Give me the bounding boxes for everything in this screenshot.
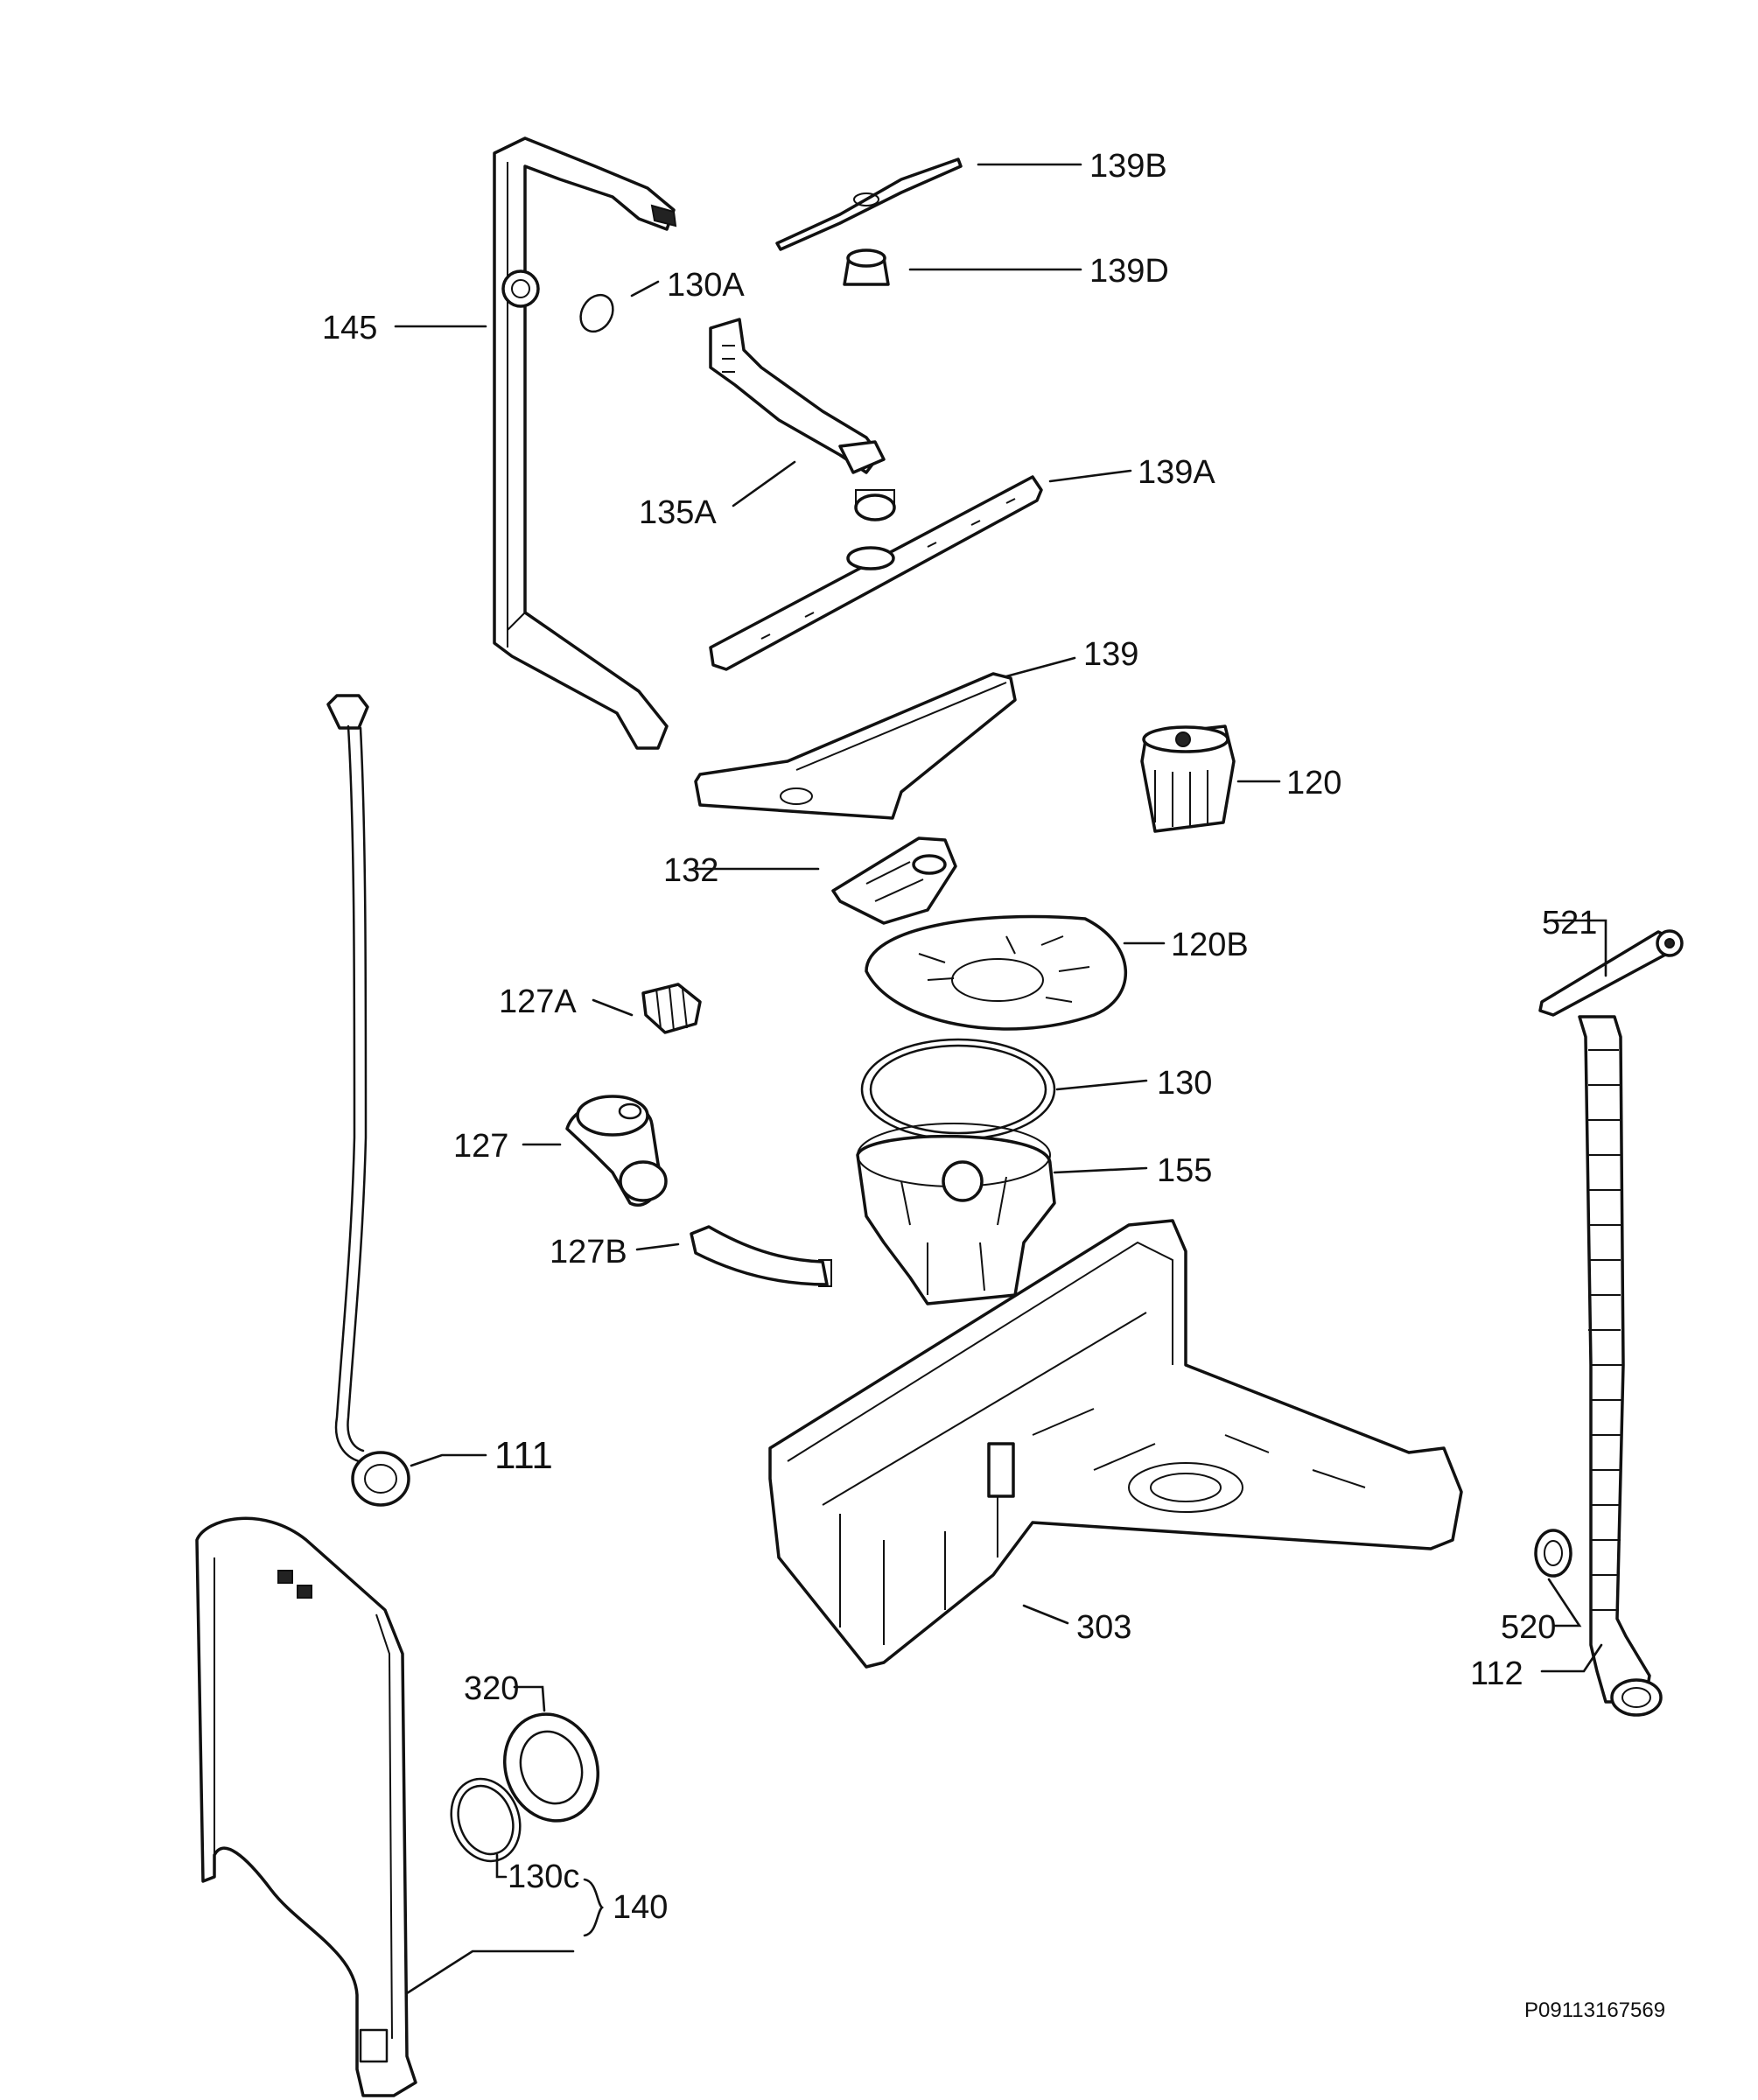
label-140: 140 [613, 1889, 668, 1926]
label-130A: 130A [667, 267, 745, 304]
document-reference: P09113167569 [1524, 1998, 1665, 2022]
label-111: 111 [494, 1434, 553, 1477]
label-139B: 139B [1089, 148, 1167, 185]
label-127A: 127A [499, 984, 577, 1020]
part-139A-lower-spray-arm[interactable] [709, 475, 1043, 671]
label-139A: 139A [1138, 454, 1215, 491]
part-127A-sleeve[interactable] [641, 983, 702, 1034]
label-320: 320 [464, 1670, 519, 1707]
label-139D: 139D [1089, 253, 1169, 290]
label-130c: 130c [508, 1858, 579, 1895]
label-521: 521 [1542, 905, 1597, 942]
part-120B-coarse-filter[interactable] [865, 914, 1127, 1031]
label-520: 520 [1501, 1609, 1556, 1646]
part-120-filter[interactable] [1140, 724, 1236, 833]
part-130c-o-ring[interactable] [440, 1769, 531, 1871]
label-127: 127 [453, 1128, 508, 1165]
part-145-supply-pipe[interactable] [493, 136, 677, 750]
part-112-drain-hose[interactable] [1578, 1015, 1663, 1717]
part-303-base-tray[interactable] [768, 1219, 1463, 1669]
part-135A-arm-support[interactable] [709, 318, 896, 522]
label-112: 112 [1470, 1656, 1523, 1692]
part-140-side-panel[interactable] [195, 1516, 417, 2097]
label-120B: 120B [1171, 927, 1249, 963]
part-139-spray-conduit[interactable] [694, 672, 1017, 820]
label-155: 155 [1157, 1152, 1212, 1189]
label-120: 120 [1286, 765, 1341, 802]
part-132-bracket[interactable] [831, 836, 957, 925]
label-145: 145 [322, 310, 377, 346]
part-139D-nut[interactable] [843, 248, 890, 286]
part-520-bushing[interactable] [1534, 1529, 1572, 1578]
part-155-sump[interactable] [856, 1123, 1056, 1306]
part-127-hose-connector[interactable] [565, 1095, 668, 1207]
part-521-clip[interactable] [1538, 929, 1684, 1017]
part-111-inlet-hose[interactable] [326, 694, 410, 1507]
label-132: 132 [663, 852, 718, 889]
part-130A-o-ring[interactable] [574, 289, 619, 337]
part-320-seal-ring[interactable] [490, 1701, 613, 1834]
label-135A: 135A [639, 494, 717, 531]
label-303: 303 [1076, 1609, 1131, 1646]
leader-lines [394, 163, 1607, 1995]
label-139: 139 [1083, 636, 1138, 673]
label-130: 130 [1157, 1065, 1212, 1102]
label-127B: 127B [550, 1234, 627, 1270]
part-127B-small-hose[interactable] [690, 1225, 832, 1287]
part-139B-upper-spray-arm[interactable] [775, 158, 963, 251]
callout-labels: 139B 139D 130A 145 135A 139A 139 120 132… [322, 148, 1597, 1926]
